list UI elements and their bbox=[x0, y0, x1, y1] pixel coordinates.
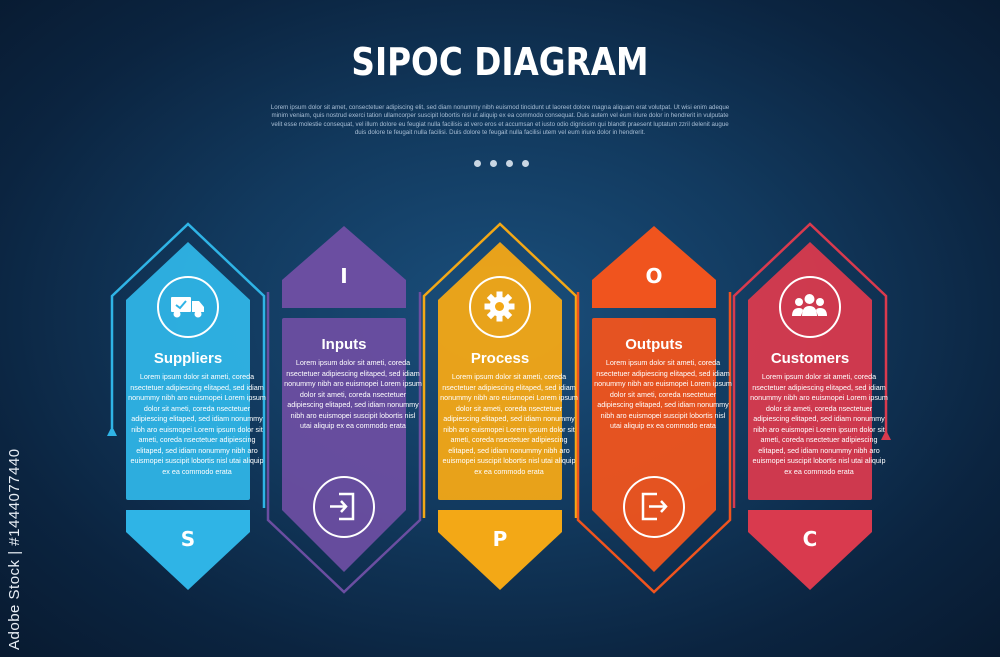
column-title: Outputs bbox=[625, 336, 683, 353]
column-description: Lorem ipsum dolor sit ameti, coreda nsec… bbox=[128, 372, 266, 476]
column-letter: S bbox=[180, 527, 196, 551]
page-subtitle: Lorem ipsum dolor sit amet, consectetuer… bbox=[270, 104, 730, 137]
column-inputs: I Inputs Lorem ipsum dolor sit ameti, co… bbox=[265, 0, 423, 657]
column-letter: O bbox=[645, 264, 663, 288]
watermark-text: Adobe Stock | #1444077440 bbox=[6, 448, 23, 650]
delivery-truck-icon bbox=[157, 276, 219, 338]
column-title: Customers bbox=[770, 350, 850, 367]
stock-watermark: Adobe Stock | #1444077440 bbox=[6, 410, 32, 650]
column-title: Process bbox=[470, 350, 530, 367]
dot bbox=[490, 160, 497, 167]
sign-out-icon bbox=[623, 476, 685, 538]
column-outputs: O Outputs Lorem ipsum dolor sit ameti, c… bbox=[575, 0, 733, 657]
people-group-icon bbox=[779, 276, 841, 338]
column-title: Suppliers bbox=[153, 350, 223, 367]
column-letter: C bbox=[802, 527, 818, 551]
column-letter: P bbox=[492, 527, 508, 551]
column-description: Lorem ipsum dolor sit ameti, coreda nsec… bbox=[284, 358, 422, 430]
page-title: SIPOC DIAGRAM bbox=[351, 40, 649, 84]
column-description: Lorem ipsum dolor sit ameti, coreda nsec… bbox=[750, 372, 888, 476]
column-description: Lorem ipsum dolor sit ameti, coreda nsec… bbox=[594, 358, 732, 430]
dot bbox=[522, 160, 529, 167]
column-letter: I bbox=[340, 264, 348, 288]
column-suppliers: Suppliers Lorem ipsum dolor sit ameti, c… bbox=[109, 0, 267, 657]
page-dots bbox=[474, 160, 529, 167]
gear-icon bbox=[469, 276, 531, 338]
column-customers: Customers Lorem ipsum dolor sit ameti, c… bbox=[731, 0, 889, 657]
dot bbox=[506, 160, 513, 167]
column-process: Process Lorem ipsum dolor sit ameti, cor… bbox=[421, 0, 579, 657]
column-title: Inputs bbox=[321, 336, 367, 353]
column-description: Lorem ipsum dolor sit ameti, coreda nsec… bbox=[440, 372, 578, 476]
sign-in-icon bbox=[313, 476, 375, 538]
dot bbox=[474, 160, 481, 167]
